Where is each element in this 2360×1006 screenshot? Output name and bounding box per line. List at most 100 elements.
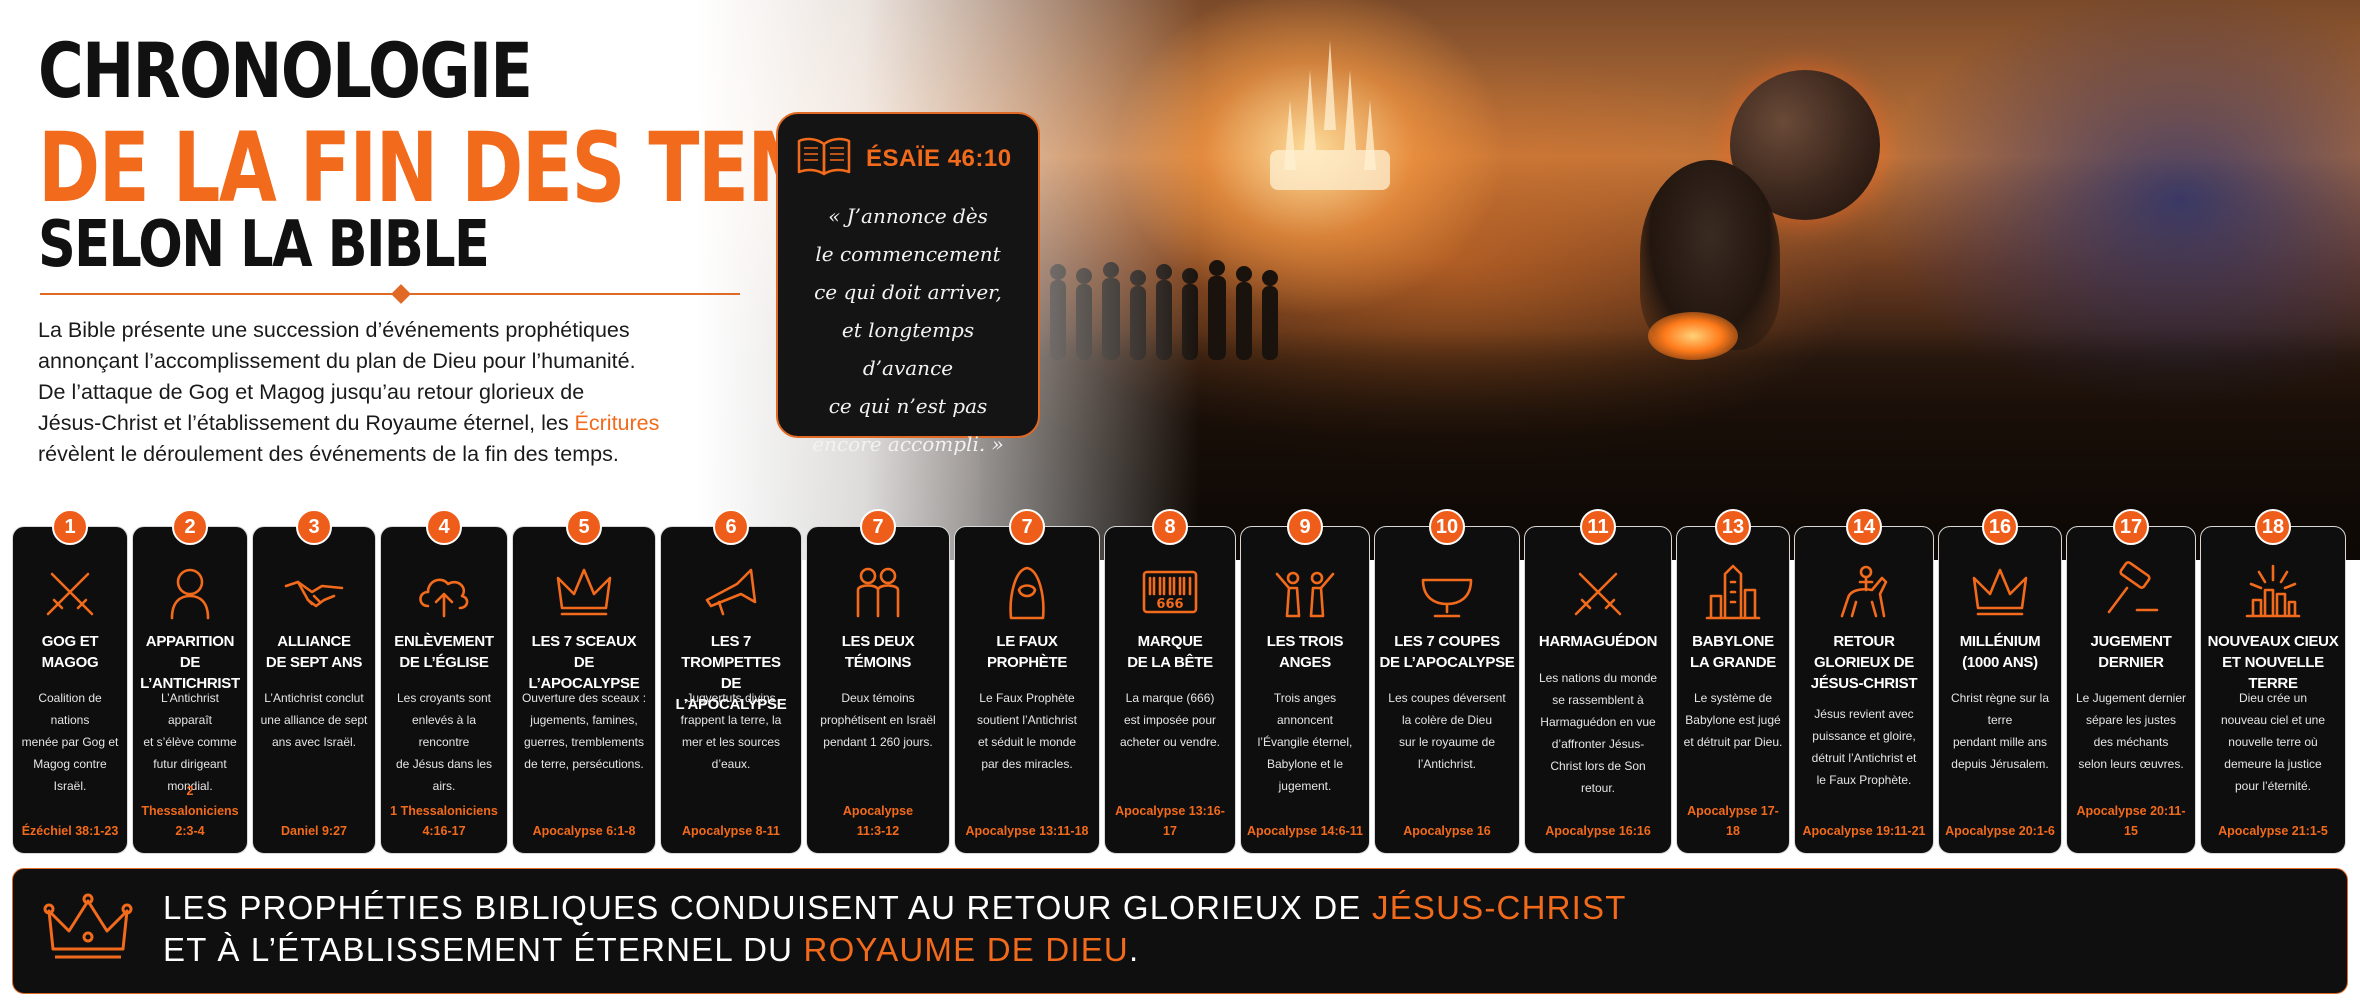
angels-icon — [1241, 555, 1369, 629]
quote-header: ÉSAÏE 46:10 — [796, 136, 1020, 181]
step-number-badge: 1 — [52, 509, 88, 545]
step-scripture-reference: Apocalypse 13:11-18 — [965, 824, 1089, 838]
banner-text: ET À L’ÉTABLISSEMENT ÉTERNEL DU — [163, 931, 804, 968]
scripture-quote-box: ÉSAÏE 46:10 « J’annonce dès le commencem… — [776, 112, 1040, 456]
intro-text: Jésus-Christ et l’établissement du Royau… — [38, 411, 575, 435]
step-number-badge: 3 — [296, 509, 332, 545]
step-number-badge: 11 — [1580, 509, 1616, 545]
step-number-badge: 13 — [1715, 509, 1751, 545]
page-title-line3: SELON LA BIBLE — [38, 208, 490, 282]
crown-icon — [513, 555, 655, 629]
hooded-prophet-icon — [955, 555, 1099, 629]
step-number-badge: 10 — [1429, 509, 1465, 545]
step-number-badge: 7 — [1009, 509, 1045, 545]
trumpet-icon — [661, 555, 801, 629]
gavel-icon — [2067, 555, 2195, 629]
step-scripture-reference: Apocalypse 21:1-5 — [2218, 824, 2328, 838]
intro-accent-word: Écritures — [574, 411, 660, 435]
banner-text: . — [1128, 931, 1140, 968]
step-scripture-reference: Apocalypse 20:1-6 — [1945, 824, 2055, 838]
quote-reference: ÉSAÏE 46:10 — [866, 144, 1012, 172]
intro-line: Jésus-Christ et l’établissement du Royau… — [38, 408, 738, 439]
step-scripture-reference: Apocalypse 13:16-17 — [1115, 804, 1225, 838]
open-book-icon — [796, 136, 852, 181]
crown-icon — [1939, 555, 2061, 629]
step-scripture-reference: Apocalypse 20:11-15 — [2076, 804, 2186, 838]
city-tower-icon — [1677, 555, 1789, 629]
intro-line: révèlent le déroulement des événements d… — [38, 442, 619, 466]
step-scripture-reference: Apocalypse 19:11-21 — [1802, 824, 1926, 838]
step-scripture-reference: Apocalypse 8-11 — [682, 824, 780, 838]
step-scripture-reference: Apocalypse 16 — [1403, 824, 1491, 838]
horse-rider-icon — [1795, 555, 1933, 629]
intro-line: De l’attaque de Gog et Magog jusqu’au re… — [38, 380, 585, 404]
crossed-swords-icon — [1525, 555, 1671, 629]
step-number-badge: 6 — [713, 509, 749, 545]
two-figures-icon — [807, 555, 949, 629]
quote-line: « J’annonce dès — [828, 204, 988, 228]
quote-line: ce qui n’est pas — [828, 394, 988, 418]
step-scripture-reference: Ézéchiel 38:1-23 — [21, 824, 119, 838]
quote-line: encore accompli. » — [812, 432, 1004, 456]
quote-line: et longtemps d’avance — [841, 318, 975, 380]
step-number-badge: 7 — [860, 509, 896, 545]
step-number-badge: 18 — [2255, 509, 2291, 545]
step-number-badge: 8 — [1152, 509, 1188, 545]
banner-line1: LES PROPHÉTIES BIBLIQUES CONDUISENT AU R… — [163, 889, 1627, 927]
quote-line: ce qui doit arriver, — [814, 280, 1002, 304]
step-number-badge: 2 — [172, 509, 208, 545]
step-scripture-reference: Apocalypse 14:6-11 — [1246, 824, 1364, 838]
crown-icon — [43, 891, 133, 976]
step-title: MILLÉNIUM(1000 ANS) — [1959, 633, 2041, 671]
step-scripture-reference: Apocalypse 17-18 — [1687, 804, 1779, 838]
step-scripture-reference: Daniel 9:27 — [280, 824, 347, 838]
step-number-badge: 14 — [1846, 509, 1882, 545]
handshake-icon — [253, 555, 375, 629]
radiant-city-icon — [2201, 555, 2345, 629]
celestial-city-illustration — [1270, 40, 1390, 190]
cloud-up-arrow-icon — [381, 555, 507, 629]
